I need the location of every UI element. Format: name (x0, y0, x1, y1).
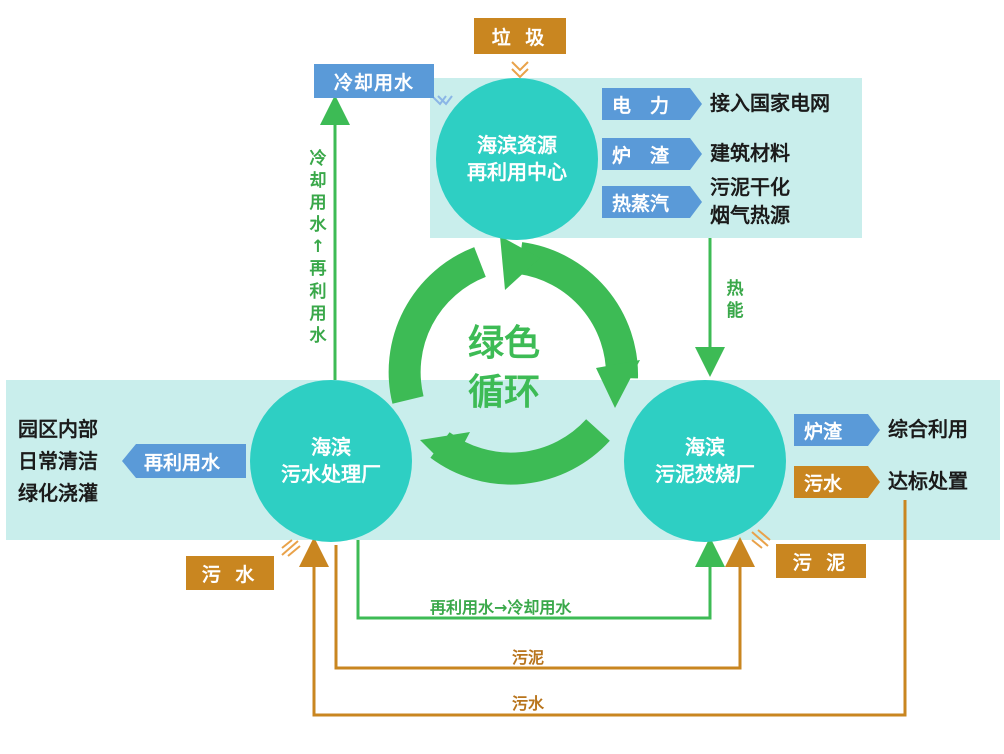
steam-tag: 热蒸汽 (602, 186, 702, 218)
sewage-flow-line (299, 500, 907, 717)
sludge-flow-line (334, 537, 755, 670)
right-sewage-tag: 污水 (794, 466, 880, 498)
slag-output-text: 建筑材料 (710, 141, 790, 165)
sludge-chevron-icon (751, 529, 771, 549)
reuse-target-1: 园区内部 (18, 417, 98, 441)
sewage-treatment-plant: 海滨 污水处理厂 (250, 380, 412, 542)
reuse-water-flow-line (356, 537, 725, 620)
left-node-title-line1: 海滨 (311, 435, 351, 459)
power-tag: 电 力 (602, 88, 702, 120)
green-cycle-icon (388, 236, 640, 485)
slag-tag: 炉 渣 (602, 138, 702, 170)
green-cycle-title: 绿色 循环 (434, 320, 574, 417)
green-cycle-line2: 循环 (467, 371, 540, 413)
right-slag-tag: 炉渣 (794, 414, 880, 446)
reuse-target-3: 绿化浇灌 (18, 481, 98, 505)
top-node-title-line1: 海滨资源 (477, 133, 557, 157)
green-cycle-line1: 绿色 (467, 323, 540, 364)
steam-output-line1: 污泥干化 (710, 175, 790, 199)
reuse-target-2: 日常清洁 (18, 449, 98, 473)
sludge-flow-label: 污泥 (512, 648, 545, 667)
garbage-chevron-icon (511, 61, 529, 79)
sewage-input-tag: 污 水 (186, 556, 274, 590)
cooling-reuse-vertical-label: 冷却用水↑再利用水 (309, 149, 327, 346)
heat-label: 热能 (726, 279, 744, 322)
steam-output-line2: 烟气热源 (710, 203, 790, 227)
reuse-to-cooling-label: 再利用水→冷却用水 (430, 598, 572, 617)
sewage-chevron-icon (281, 539, 301, 557)
sludge-input-tag: 污 泥 (776, 544, 866, 578)
sewage-flow-label: 污水 (512, 694, 545, 713)
sludge-incineration-plant: 海滨 污泥焚烧厂 (624, 380, 786, 542)
cooling-water-tag: 冷却用水 (314, 64, 434, 98)
right-sewage-output-text: 达标处置 (888, 469, 968, 493)
reuse-water-tag: 再利用水 (122, 444, 246, 478)
top-node-title-line2: 再利用中心 (467, 160, 567, 184)
right-node-title-line1: 海滨 (685, 435, 725, 459)
left-node-title-line2: 污水处理厂 (281, 462, 381, 486)
right-node-title-line2: 污泥焚烧厂 (655, 462, 755, 486)
cooling-chevron-icon (431, 95, 453, 106)
power-output-text: 接入国家电网 (710, 91, 830, 115)
resource-reuse-center: 海滨资源 再利用中心 (436, 78, 598, 240)
garbage-input-tag: 垃 圾 (474, 18, 566, 54)
right-slag-output-text: 综合利用 (888, 417, 968, 441)
